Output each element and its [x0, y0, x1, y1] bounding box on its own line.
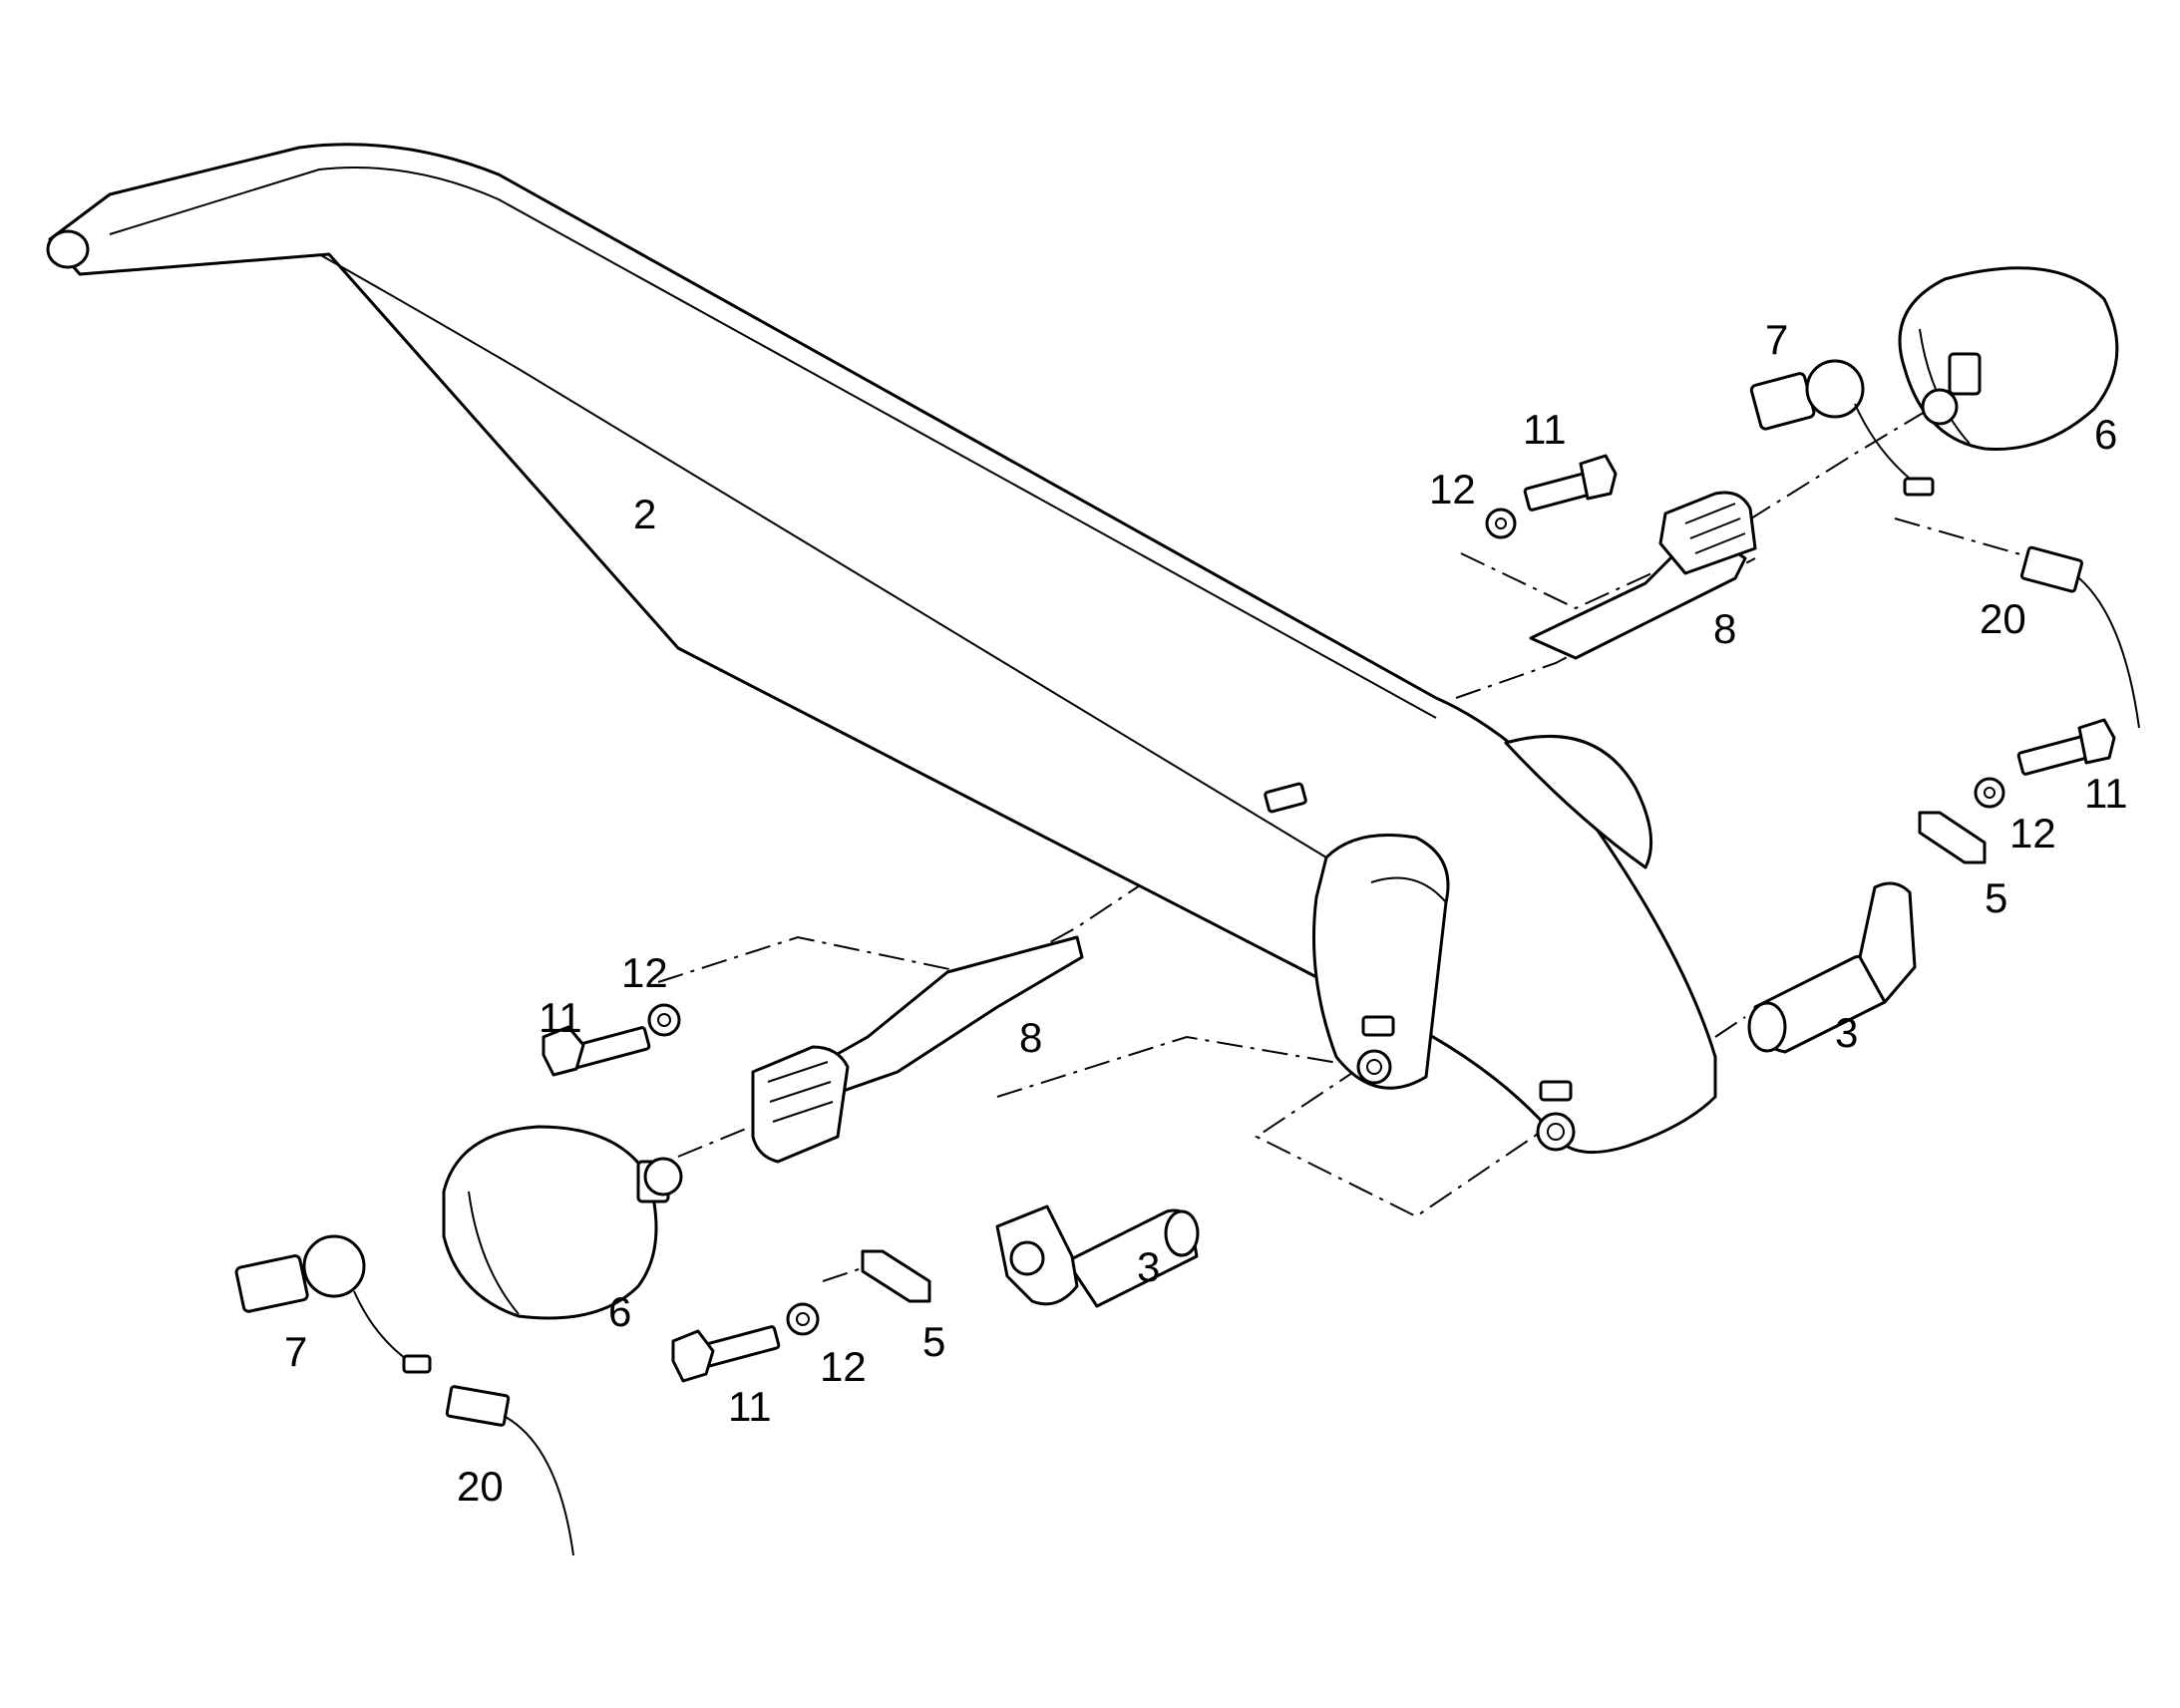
callout-plate-left: 5	[922, 1318, 945, 1365]
connector-left	[445, 1385, 574, 1556]
callout-connector-right: 20	[1980, 595, 2026, 642]
pivot-tab-left	[1361, 1015, 1395, 1037]
callout-bulb-right: 7	[1765, 316, 1788, 363]
indicator-lamp-right	[1898, 266, 2119, 451]
callout-washer-right-lower: 12	[2009, 810, 2056, 856]
bulb-right	[1749, 359, 1935, 497]
callout-bolt-right-upper: 11	[1523, 406, 1567, 453]
lamp-stud-right	[1948, 352, 1982, 396]
pivot-pin-left	[995, 1204, 1200, 1308]
callout-washer-left-upper: 12	[621, 949, 668, 996]
callout-bracket-right: 8	[1713, 605, 1736, 652]
pivot-pin-right	[1747, 881, 1917, 1054]
pivot-bore-right	[1536, 1112, 1576, 1152]
pivot-tab-right	[1539, 1080, 1573, 1102]
bolt-left-upper	[542, 1025, 651, 1077]
callout-pin-right: 3	[1835, 1009, 1858, 1056]
pivot-bore-left	[1356, 1049, 1392, 1085]
callout-connector-left: 20	[457, 1463, 504, 1510]
callout-bracket-left: 8	[1019, 1014, 1042, 1061]
clip-tab	[1264, 782, 1307, 814]
callout-washer-left-lower: 12	[820, 1343, 867, 1390]
indicator-lamp-left	[442, 1125, 683, 1320]
bracket-right	[1529, 491, 1757, 660]
washer-right-lower	[1974, 777, 2005, 809]
callout-bolt-left-upper: 11	[539, 994, 582, 1041]
swing-arm	[46, 143, 1717, 1155]
bracket-left	[751, 935, 1084, 1164]
washer-left-upper	[647, 1003, 681, 1037]
plate-right	[1918, 811, 1987, 864]
callout-lamp-right: 6	[2094, 411, 2117, 458]
bulb-left	[234, 1234, 432, 1374]
plate-left	[861, 1249, 931, 1303]
bolt-right-lower	[2016, 718, 2116, 776]
bolt-left-lower	[671, 1325, 781, 1383]
callout-arm: 2	[633, 491, 656, 537]
washer-right-upper	[1485, 508, 1517, 539]
callout-bolt-left-lower: 11	[728, 1383, 772, 1430]
callout-bolt-right-lower: 11	[2084, 770, 2128, 817]
callout-plate-right: 5	[1985, 874, 2007, 921]
callout-bulb-left: 7	[284, 1328, 307, 1375]
callout-lamp-left: 6	[608, 1288, 631, 1335]
washer-left-lower	[786, 1302, 820, 1336]
callout-labels: 2 3 3 5 5 6 6 7 7 8 8 11 11 11 11 12 12 …	[284, 316, 2128, 1510]
connector-right	[2019, 545, 2140, 729]
bolt-right-upper	[1523, 454, 1618, 512]
callout-washer-right-upper: 12	[1429, 466, 1476, 512]
callout-pin-left: 3	[1137, 1243, 1160, 1290]
